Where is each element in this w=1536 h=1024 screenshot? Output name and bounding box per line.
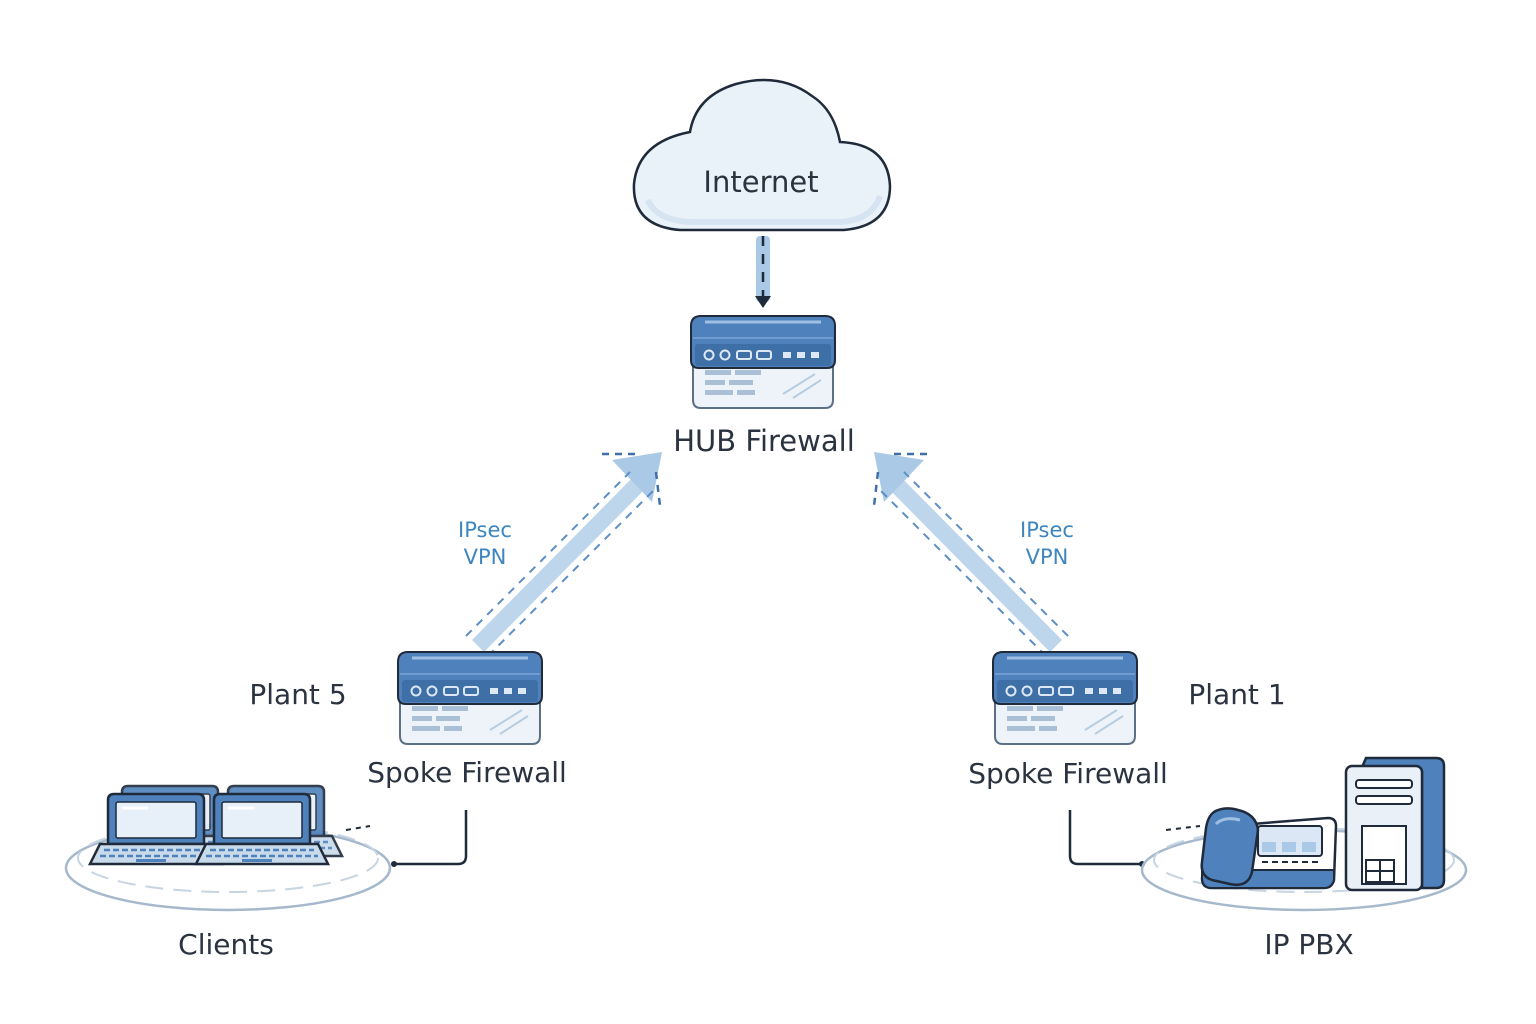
laptop-icon-2 bbox=[194, 784, 344, 866]
internet-uplink bbox=[755, 236, 771, 308]
pbx-server-icon bbox=[1344, 756, 1446, 892]
vpn-label-right: IPsec VPN bbox=[1020, 517, 1074, 571]
hub-firewall-label: HUB Firewall bbox=[673, 424, 855, 458]
site-label-plant-1: Plant 1 bbox=[1188, 678, 1286, 711]
lan-link-left bbox=[391, 810, 468, 867]
internet-label: Internet bbox=[703, 165, 819, 199]
vpn-label-left-line2: VPN bbox=[463, 545, 507, 569]
cloud-icon bbox=[632, 78, 892, 232]
spoke-firewall-right-icon bbox=[991, 650, 1139, 746]
ip-pbx-label: IP PBX bbox=[1264, 928, 1354, 961]
site-label-plant-5: Plant 5 bbox=[249, 678, 347, 711]
clients-label: Clients bbox=[178, 928, 274, 961]
vpn-label-left: IPsec VPN bbox=[458, 517, 512, 571]
vpn-tunnel-right bbox=[872, 452, 1069, 657]
spoke-firewall-right-label: Spoke Firewall bbox=[968, 757, 1168, 790]
lan-link-right bbox=[1068, 810, 1145, 867]
spoke-firewall-left-label: Spoke Firewall bbox=[367, 756, 567, 789]
spoke-firewall-left-icon bbox=[396, 650, 544, 746]
vpn-label-right-line1: IPsec bbox=[1020, 518, 1074, 542]
vpn-tunnel-left bbox=[465, 452, 662, 657]
hub-firewall-icon bbox=[689, 314, 837, 410]
ip-phone-icon bbox=[1200, 807, 1338, 890]
vpn-label-right-line2: VPN bbox=[1025, 545, 1069, 569]
vpn-label-left-line1: IPsec bbox=[458, 518, 512, 542]
